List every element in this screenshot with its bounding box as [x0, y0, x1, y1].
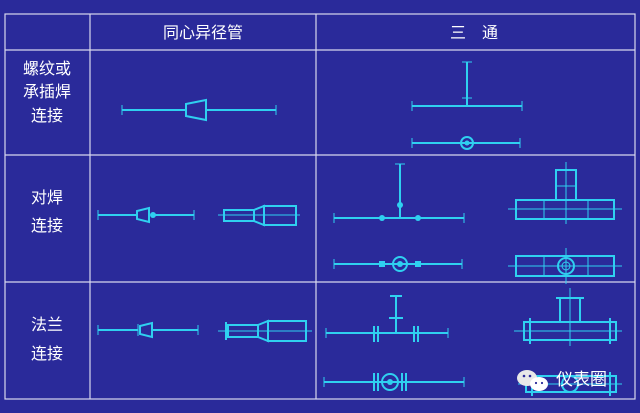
tee-buttweld-elevation-symbol	[333, 163, 465, 223]
tee-buttweld-double-line-elevation-symbol	[508, 162, 622, 224]
wechat-logo-bubble-icon	[530, 377, 548, 391]
tee-buttweld-double-line-plan-symbol	[508, 248, 622, 284]
tee-flanged-elevation-symbol	[325, 295, 449, 342]
reducer-threaded-symbol	[121, 98, 277, 122]
row1-label-line1: 螺纹或	[23, 59, 71, 78]
tee-flanged-double-line-elevation-symbol	[514, 288, 622, 346]
tee-threaded-elevation-symbol	[411, 61, 523, 111]
row1-label-line2: 承插焊	[23, 82, 71, 101]
row2-label-line1: 对焊	[31, 188, 63, 207]
watermark: 仪表圈	[517, 370, 607, 391]
reducer-flanged-single-line-symbol	[97, 321, 199, 339]
table-grid	[4, 13, 636, 400]
tee-threaded-plan-symbol	[411, 136, 521, 150]
row3-label-line2: 连接	[31, 344, 63, 363]
reducer-buttweld-single-line-symbol	[97, 206, 195, 224]
watermark-text: 仪表圈	[556, 370, 607, 390]
reducer-flanged-double-line-symbol	[218, 319, 312, 343]
reducer-buttweld-double-line-symbol	[218, 204, 300, 227]
row1-label-line3: 连接	[31, 106, 63, 125]
tee-flanged-plan-symbol	[323, 373, 465, 391]
tee-buttweld-plan-symbol	[333, 256, 463, 272]
row3-label-line1: 法兰	[31, 315, 63, 334]
row2-label-line2: 连接	[31, 216, 63, 235]
header-reducer: 同心异径管	[163, 23, 243, 42]
header-tee: 三 通	[450, 23, 498, 42]
